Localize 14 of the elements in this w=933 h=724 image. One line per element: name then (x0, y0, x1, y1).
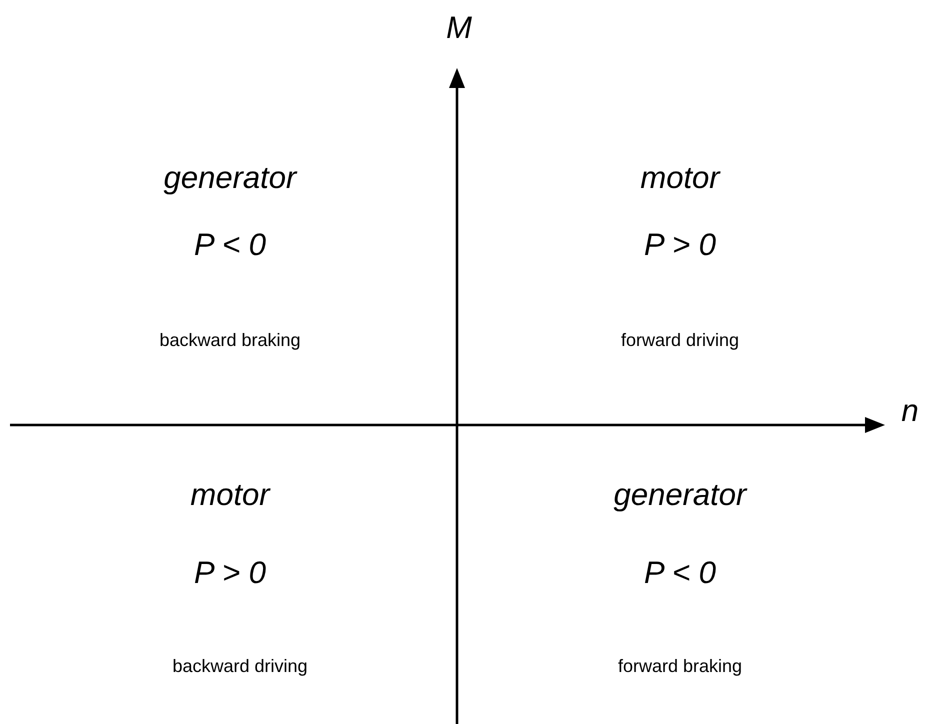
quadrant-mode: generator (614, 478, 746, 512)
axis-label: M (446, 10, 472, 46)
quadrant-description: forward braking (618, 657, 742, 677)
quadrant-mode: motor (640, 160, 720, 196)
axis-label: n (901, 394, 919, 428)
power-sign: P > 0 (644, 228, 716, 262)
power-sign: P < 0 (194, 228, 266, 262)
power-sign: P < 0 (644, 556, 716, 590)
quadrant-mode: motor (190, 478, 270, 512)
power-sign: P > 0 (194, 556, 266, 590)
quadrant-description: forward driving (620, 331, 740, 351)
quadrant-description: backward driving (172, 657, 308, 677)
quadrant-description: backward braking (159, 331, 301, 351)
quadrant-mode: generator (164, 160, 296, 196)
